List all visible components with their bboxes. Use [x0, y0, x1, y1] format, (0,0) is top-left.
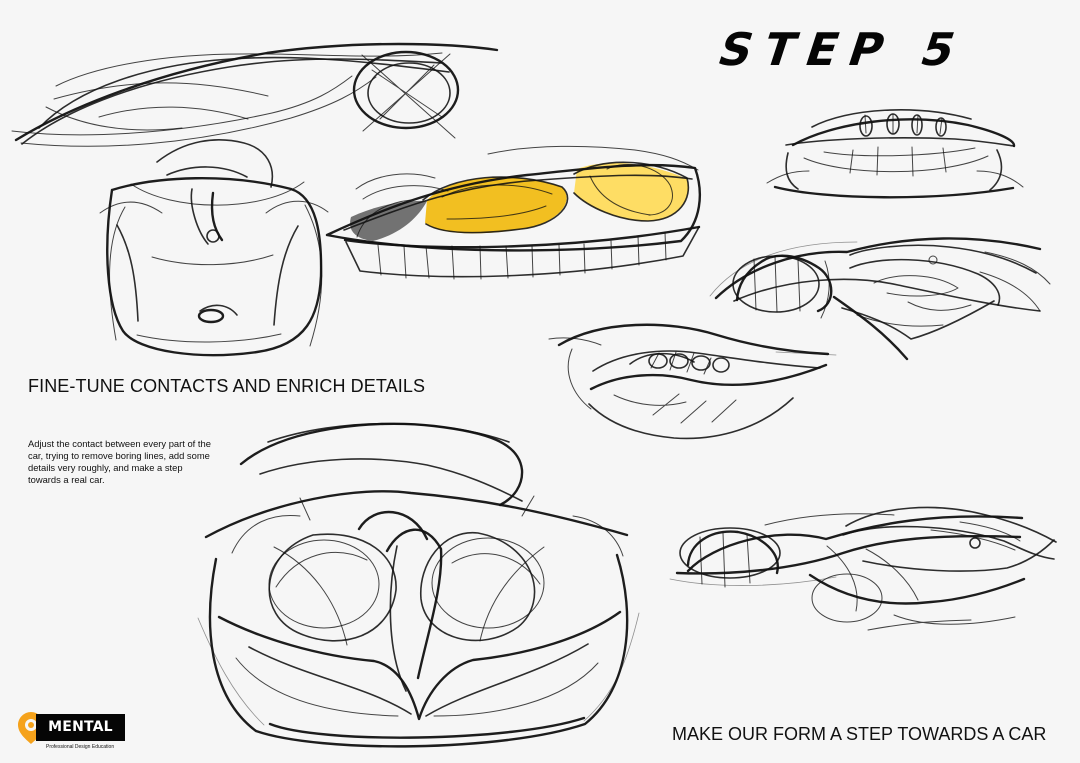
mental-logo: MENTAL Professional Design Education [17, 711, 131, 757]
section-description: Adjust the contact between every part of… [28, 438, 211, 485]
front-view-sketch-top-left [11, 42, 499, 357]
brand-tagline: Professional Design Education [46, 744, 115, 750]
section-heading: FINE-TUNE CONTACTS AND ENRICH DETAILS [28, 376, 426, 396]
small-rear-sketch [766, 109, 1024, 199]
step-title: STEP 5 [711, 23, 975, 76]
small-top-perspective-sketch [548, 323, 837, 440]
large-front-sketch [197, 422, 640, 748]
perspective-side-sketch [709, 237, 1051, 361]
long-side-sketch [669, 506, 1057, 631]
yellow-cockpit-side-sketch [325, 145, 701, 280]
footer-caption: MAKE OUR FORM A STEP TOWARDS A CAR [672, 724, 1047, 744]
brand-name: MENTAL [36, 714, 125, 741]
